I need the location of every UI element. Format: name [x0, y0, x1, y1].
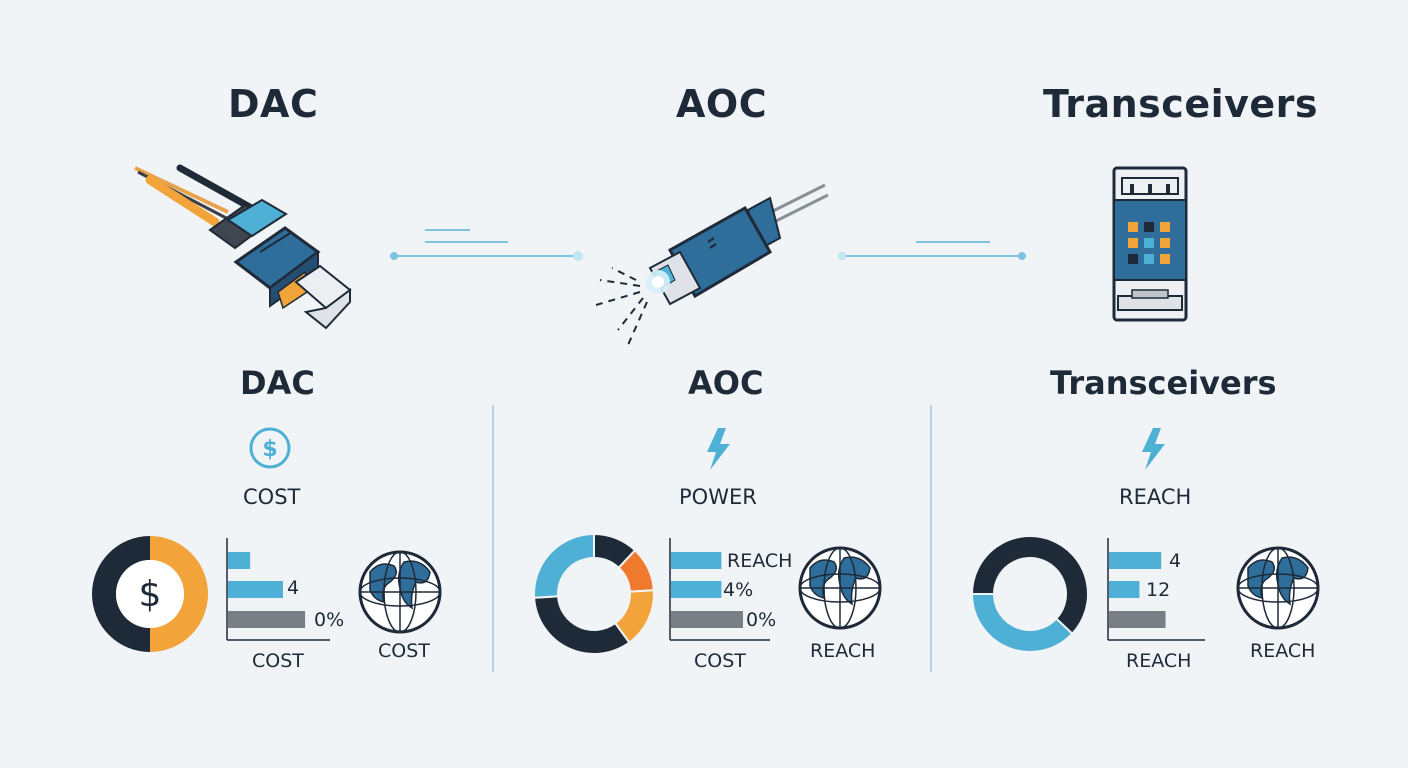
aoc-section-title: AOC: [688, 364, 764, 402]
aoc-cable-illustration: [595, 183, 829, 346]
transceivers-bar-1-label: 4: [1169, 550, 1182, 572]
aoc-bar-1-label: REACH: [727, 550, 793, 572]
aoc-bar-2-label: 4%: [723, 579, 754, 601]
transceivers-metric-label: REACH: [1119, 485, 1192, 509]
bar: [1109, 581, 1140, 598]
aoc-bar-3-label: 0%: [746, 609, 777, 631]
bar: [671, 581, 722, 598]
bar-chart-axes-aoc: [669, 538, 770, 641]
donut-chart-dac: [91, 536, 209, 652]
donut-chart-transceivers: [970, 535, 1089, 653]
donut-hole: [116, 560, 184, 628]
bar: [228, 611, 306, 628]
connector-line-left: [390, 229, 583, 261]
transceivers-bar-axis-label: REACH: [1126, 650, 1192, 672]
donut-segment: [91, 536, 150, 652]
connector-line-right: [838, 241, 1026, 260]
dac-bar-3-label: 0%: [314, 609, 345, 631]
aoc-globe-label: REACH: [810, 640, 876, 662]
lightning-bolt-icon: [1142, 428, 1165, 470]
bar-chart-aoc: [671, 552, 743, 628]
globe-icon: [798, 546, 882, 630]
transceivers-section-title: Transceivers: [1050, 364, 1277, 402]
transceivers-top-title: Transceivers: [1043, 82, 1319, 126]
svg-text:$: $: [262, 437, 277, 462]
bar: [1109, 611, 1166, 628]
bar: [1109, 552, 1162, 569]
dac-metric-label: COST: [243, 485, 301, 509]
bar: [228, 581, 283, 598]
lightning-bolt-icon: [707, 428, 730, 470]
dac-top-title: DAC: [228, 82, 319, 126]
donut-segment: [533, 532, 595, 599]
transceivers-bar-2-label: 12: [1146, 579, 1171, 601]
dac-bar-axis-label: COST: [252, 650, 304, 672]
dac-bar-2-label: 4: [287, 577, 300, 599]
bar: [671, 611, 743, 628]
donut-segment: [150, 536, 209, 652]
bar-chart-transceivers: [1109, 552, 1166, 628]
bar: [228, 552, 251, 569]
donut-segment: [970, 593, 1074, 653]
dac-section-title: DAC: [240, 364, 315, 402]
bar: [671, 552, 722, 569]
bar-chart-axes-transceivers: [1107, 538, 1205, 641]
aoc-bar-axis-label: COST: [694, 650, 746, 672]
bar-chart-dac: [228, 552, 306, 628]
donut-segment: [533, 595, 631, 655]
transceiver-module-illustration: [1112, 166, 1188, 322]
bar-chart-axes-dac: [226, 538, 330, 641]
dac-globe-label: COST: [378, 640, 430, 662]
donut-chart-aoc: [533, 532, 655, 655]
transceivers-globe-label: REACH: [1250, 640, 1316, 662]
dollar-sign-icon: $: [139, 574, 162, 615]
donut-segment: [970, 535, 1089, 636]
dollar-circle-icon: $: [249, 427, 291, 469]
aoc-metric-label: POWER: [679, 485, 757, 509]
dac-cable-illustration: [134, 164, 352, 330]
globe-icon: [1236, 546, 1320, 630]
globe-icon: [358, 550, 442, 634]
aoc-top-title: AOC: [676, 82, 768, 126]
